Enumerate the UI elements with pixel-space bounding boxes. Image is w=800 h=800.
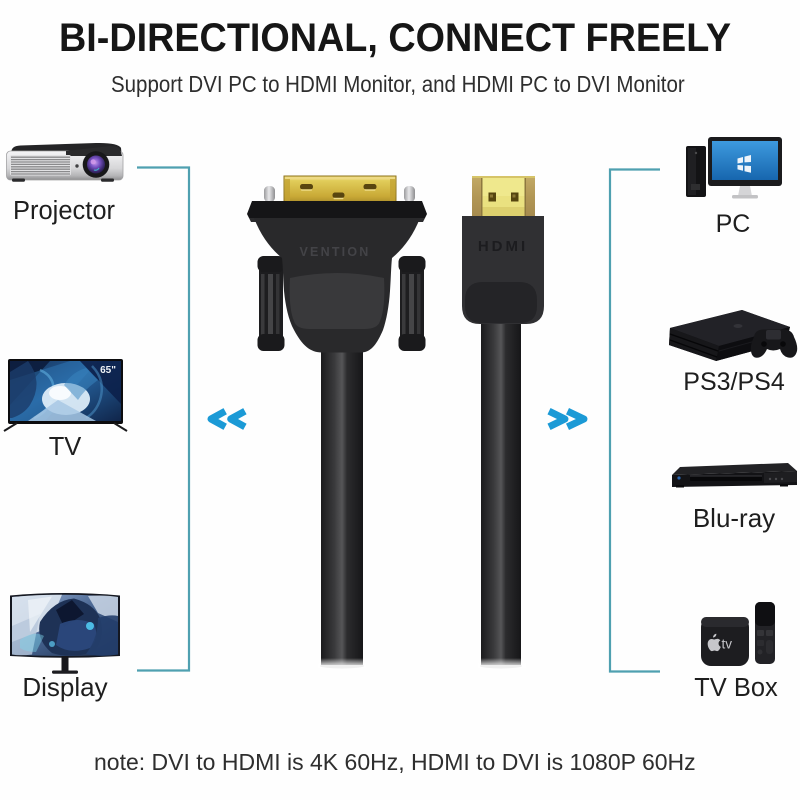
svg-text:VENTION: VENTION [300,245,371,259]
svg-text:tv: tv [722,637,733,652]
svg-text:65": 65" [100,365,116,376]
svg-text:HDMI: HDMI [478,238,528,255]
